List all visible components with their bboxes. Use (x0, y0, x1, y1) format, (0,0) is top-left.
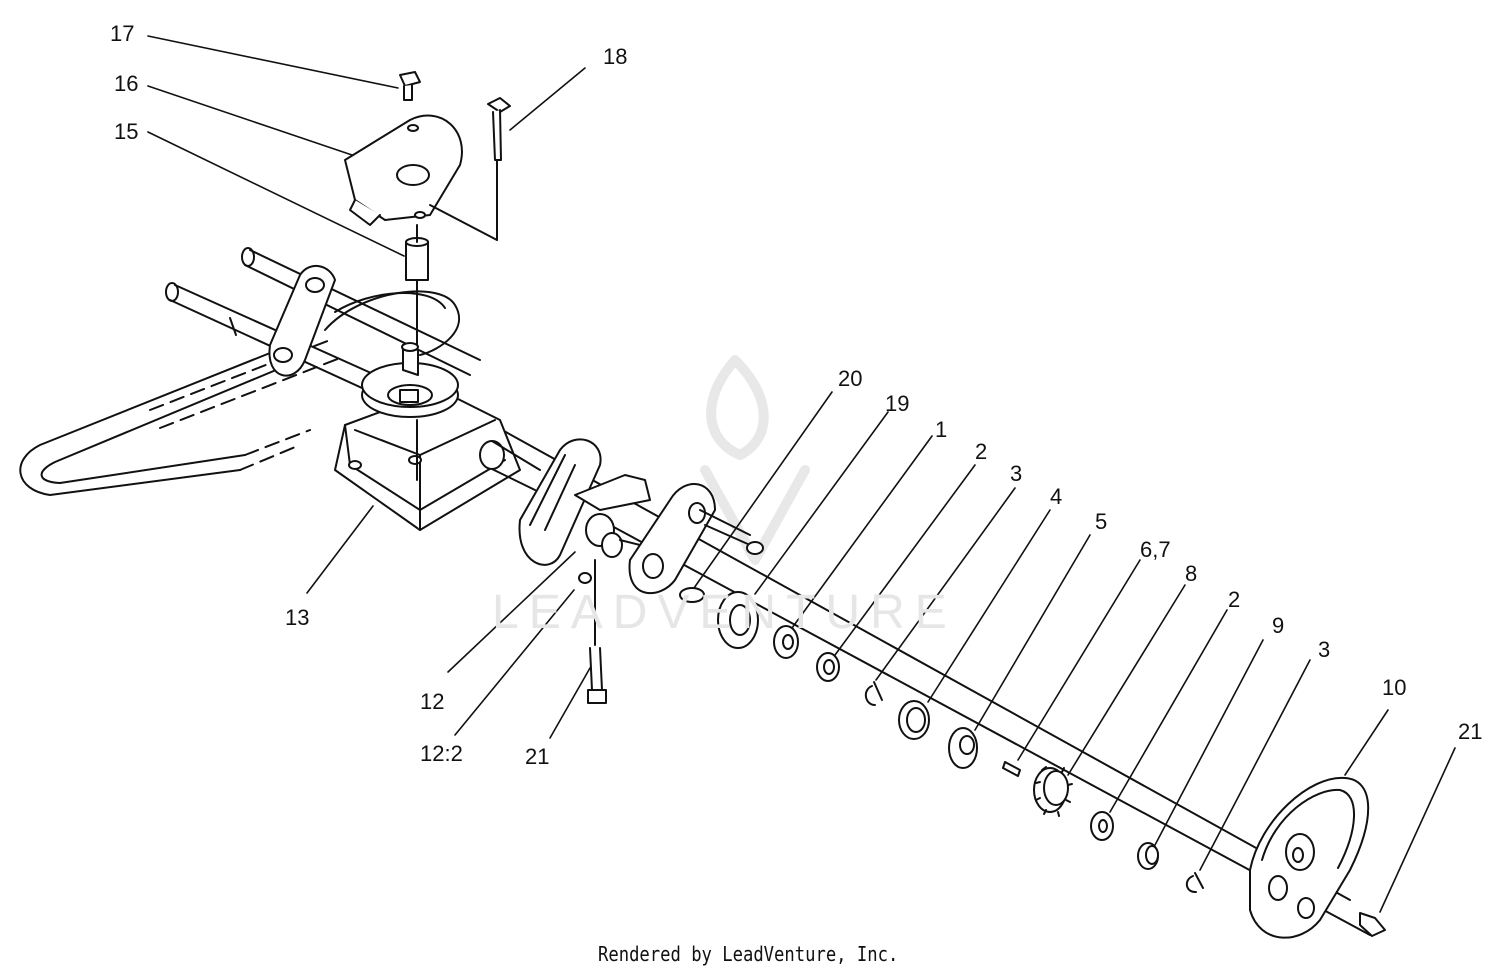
hub-5 (948, 727, 978, 769)
callout-20: 20 (838, 366, 863, 391)
drive-plate (628, 483, 764, 594)
clip-3b (1185, 872, 1204, 894)
pivot-bracket (268, 265, 336, 377)
callout-2a: 2 (975, 439, 988, 464)
pin-6-7 (1002, 761, 1021, 777)
callout-3a: 3 (1010, 461, 1023, 486)
washer-1 (773, 625, 799, 659)
callout-8: 8 (1185, 561, 1198, 586)
callout-4: 4 (1050, 484, 1063, 509)
callout-9: 9 (1272, 613, 1285, 638)
callout-13: 13 (285, 605, 310, 630)
spacer-15 (405, 237, 429, 281)
leader-lines (147, 35, 1456, 913)
washer-2b (1090, 811, 1114, 841)
callout-12: 12 (420, 689, 445, 714)
render-credit: Rendered by LeadVenture, Inc. (598, 942, 899, 966)
ring-4 (898, 700, 930, 740)
callout-17: 17 (110, 21, 135, 46)
shift-lever (518, 438, 651, 566)
callout-18: 18 (603, 44, 628, 69)
callout-6-7: 6,7 (1140, 537, 1171, 562)
leader-16-dash (429, 204, 498, 241)
bearing-19 (717, 591, 759, 649)
bushing-9 (1137, 842, 1159, 870)
washer-2a (816, 652, 840, 682)
gearbox-housing (334, 342, 541, 531)
screw-21-right (1359, 912, 1386, 937)
gear-8 (1033, 766, 1073, 817)
callout-3b: 3 (1318, 637, 1331, 662)
callout-19: 19 (885, 391, 910, 416)
callout-16: 16 (114, 71, 139, 96)
callout-10: 10 (1382, 675, 1407, 700)
watermark-text: LEADVENTURE (492, 586, 957, 639)
set-screw-12-2 (578, 572, 592, 584)
callout-5: 5 (1095, 509, 1108, 534)
screw-21-left (587, 647, 607, 704)
wheel-cover-10 (1249, 776, 1370, 939)
callout-21-right: 21 (1458, 719, 1483, 744)
callout-15: 15 (114, 119, 139, 144)
bolt-17 (399, 71, 421, 101)
retaining-ring-20 (679, 587, 705, 603)
callout-1: 1 (935, 417, 948, 442)
bolt-18 (487, 97, 511, 161)
watermark-logo (700, 355, 810, 565)
callout-12-2: 12:2 (420, 741, 463, 766)
clip-3a (864, 681, 883, 706)
cover-bracket-16 (344, 114, 463, 226)
callout-21-left: 21 (525, 744, 550, 769)
callout-2b: 2 (1228, 587, 1241, 612)
